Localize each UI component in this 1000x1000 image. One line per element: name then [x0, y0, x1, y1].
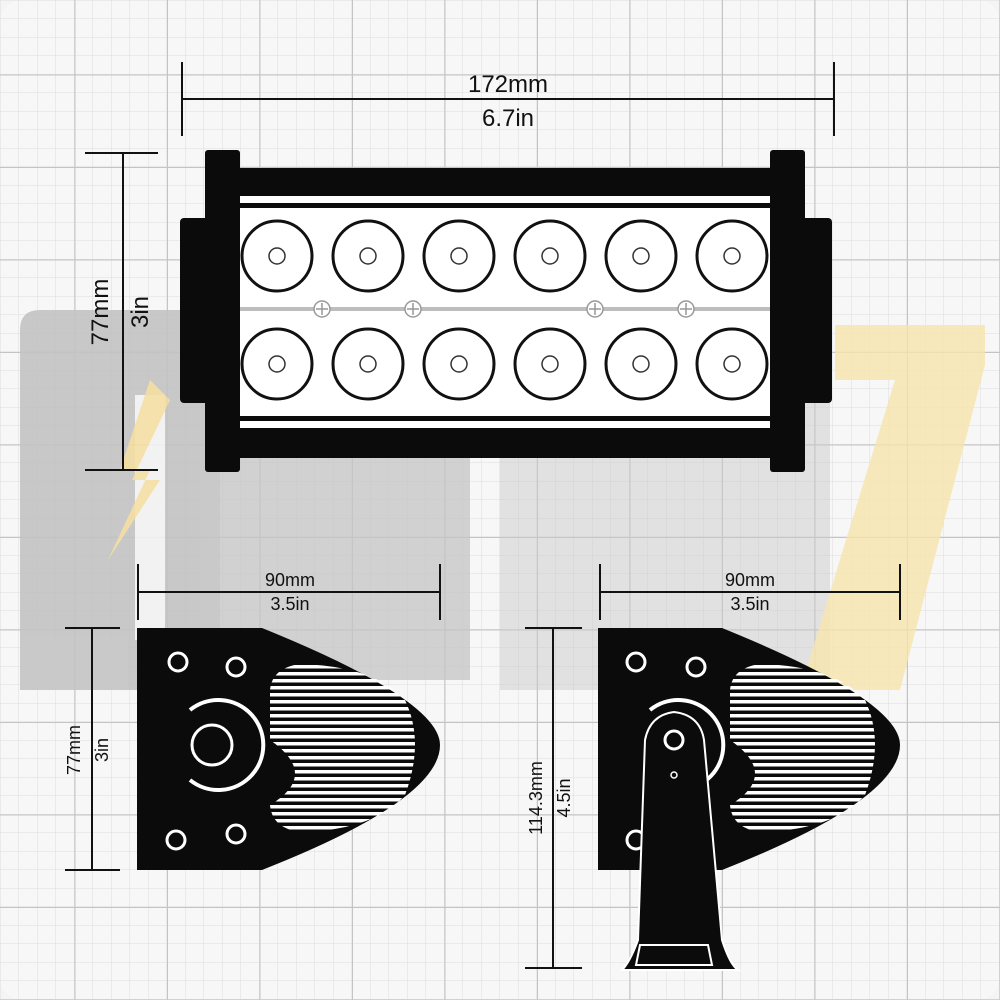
front-view — [180, 150, 832, 472]
led-chip — [268, 355, 286, 373]
pivot-ring — [188, 698, 266, 792]
side-right-height-dimension: 114.3mm 4.5in — [525, 627, 582, 969]
screw-icon — [404, 300, 422, 318]
heat-sink-fins-left — [270, 664, 415, 832]
led-chip — [541, 247, 559, 265]
mount-hole — [167, 651, 189, 673]
bracket-bolt-hole — [663, 729, 685, 751]
side-right-height-in: 4.5in — [554, 778, 574, 817]
led-chip — [450, 247, 468, 265]
led-chip — [541, 355, 559, 373]
led-chip — [632, 355, 650, 373]
left-end-cap — [205, 150, 240, 472]
front-width-in: 6.7in — [482, 105, 534, 132]
led-chip — [268, 247, 286, 265]
side-right-height-mm: 114.3mm — [526, 761, 546, 835]
led-chip — [723, 247, 741, 265]
led-chip — [359, 355, 377, 373]
side-view-left — [137, 628, 440, 870]
side-left-width-mm: 90mm — [265, 570, 315, 590]
front-width-mm: 172mm — [468, 71, 548, 98]
led-chip — [723, 355, 741, 373]
side-left-height-in: 3in — [92, 738, 112, 762]
mount-hole — [225, 823, 247, 845]
mount-hole — [625, 651, 647, 673]
side-left-width-dimension: 90mm 3.5in — [137, 564, 441, 620]
side-right-width-mm: 90mm — [725, 570, 775, 590]
heat-sink-fins-right — [730, 664, 875, 832]
mounting-bracket — [619, 710, 742, 971]
front-height-mm: 77mm — [87, 279, 114, 346]
pivot-hole — [190, 723, 234, 767]
mount-hole — [225, 656, 247, 678]
led-chip — [450, 355, 468, 373]
side-right-width-in: 3.5in — [730, 594, 769, 614]
front-height-dimension: 77mm 3in — [85, 152, 158, 471]
side-left-height-dimension: 77mm 3in — [64, 627, 120, 871]
mount-hole — [165, 829, 187, 851]
front-height-in: 3in — [127, 296, 154, 328]
screw-icon — [677, 300, 695, 318]
side-view-right — [598, 628, 900, 971]
right-end-cap — [770, 150, 805, 472]
side-right-width-dimension: 90mm 3.5in — [599, 564, 901, 620]
bracket-small-hole — [670, 771, 678, 779]
screw-icon — [586, 300, 604, 318]
bracket-foot — [634, 944, 714, 966]
led-chip — [632, 247, 650, 265]
screw-icon — [313, 300, 331, 318]
front-width-dimension: 172mm 6.7in — [181, 62, 835, 136]
mount-hole — [685, 656, 707, 678]
side-left-height-mm: 77mm — [64, 725, 84, 775]
side-left-width-in: 3.5in — [270, 594, 309, 614]
led-chip — [359, 247, 377, 265]
